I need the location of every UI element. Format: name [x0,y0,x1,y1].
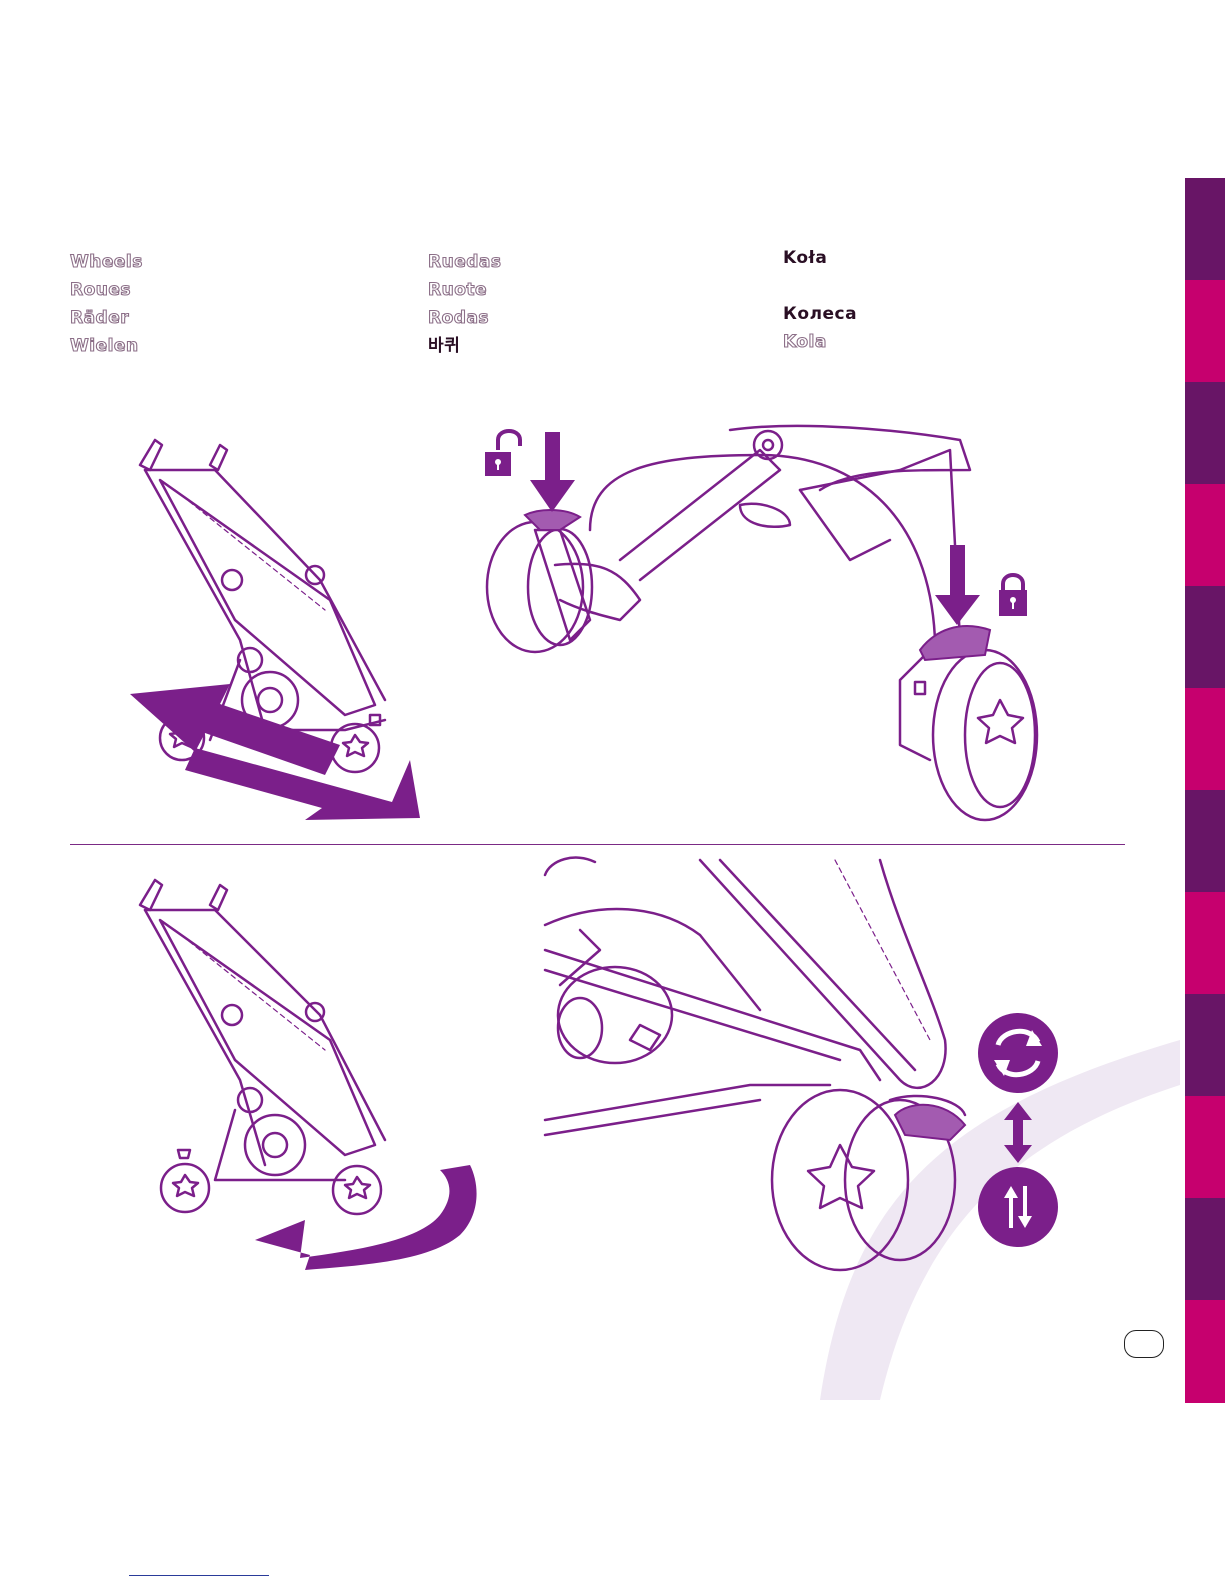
stroller-front-view-bottom [140,880,385,1214]
side-tab[interactable] [1185,688,1225,790]
page-number-box [1124,1330,1164,1358]
footer-line [129,1575,269,1576]
down-arrow-right [935,545,980,625]
swivel-icon [978,1013,1058,1093]
brake-pedal-left [525,510,580,530]
side-tab[interactable] [1185,892,1225,994]
fixed-direction-icon [978,1167,1058,1247]
side-tab[interactable] [1185,484,1225,586]
side-tab[interactable] [1185,1096,1225,1198]
unlock-icon [485,431,520,476]
section-divider [70,844,1125,845]
down-arrow-left [530,432,575,512]
side-tab[interactable] [1185,994,1225,1096]
side-tab[interactable] [1185,586,1225,688]
lock-icon [999,575,1027,616]
side-tab[interactable] [1185,382,1225,484]
side-tab[interactable] [1185,790,1225,892]
brake-pedal-right [920,626,990,660]
side-tab[interactable] [1185,1300,1225,1403]
side-tab[interactable] [1185,280,1225,382]
side-tab[interactable] [1185,1198,1225,1300]
side-tab[interactable] [1185,178,1225,280]
swivel-lock-pedal [895,1105,965,1140]
side-tab-strip [1185,178,1225,1403]
